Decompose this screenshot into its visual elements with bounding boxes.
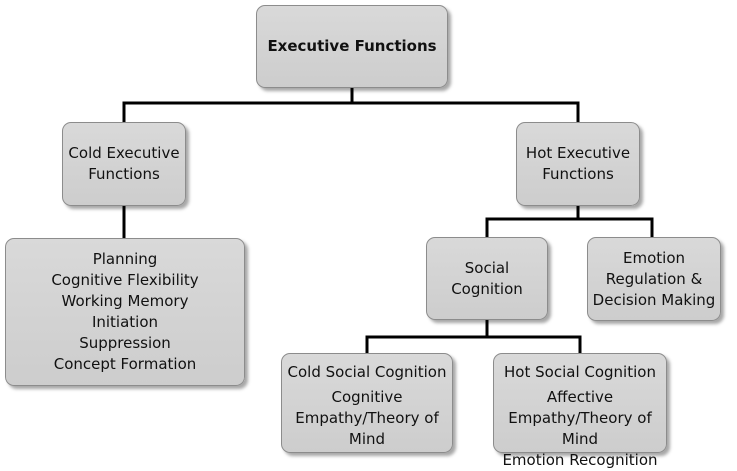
node-label-line: Functions — [542, 165, 614, 183]
node-label-line: Mind — [348, 430, 386, 448]
list-item: Concept Formation — [53, 355, 197, 373]
node-title: Cold Social Cognition — [287, 363, 447, 381]
node-label-line: Cognition — [451, 279, 523, 298]
node-label-line: Empathy/Theory of Mind — [508, 409, 652, 448]
node-social-cognition: Social Cognition — [426, 237, 548, 320]
node-executive-functions: Executive Functions — [256, 5, 448, 88]
node-label-line: Decision Making — [592, 290, 716, 309]
node-cold-functions-list: Planning Cognitive Flexibility Working M… — [5, 238, 245, 386]
node-label-line: Affective — [546, 388, 614, 406]
node-label-line: Cognitive — [331, 388, 403, 406]
node-hot-social-cognition: Hot Social Cognition Affective Empathy/T… — [493, 353, 667, 469]
list-item: Working Memory — [61, 292, 189, 310]
node-label-line: Emotion Recognition — [502, 451, 658, 469]
list-item: Planning — [92, 250, 158, 268]
list-item: Suppression — [79, 334, 171, 352]
node-label-line: Emotion — [623, 248, 685, 267]
node-emotion-regulation: Emotion Regulation & Decision Making — [587, 237, 721, 321]
node-label-line: Social — [464, 258, 510, 277]
node-cold-executive-functions: Cold Executive Functions — [62, 122, 186, 206]
node-label-line: Functions — [88, 165, 160, 183]
list-item: Cognitive Flexibility — [51, 271, 199, 289]
node-hot-executive-functions: Hot Executive Functions — [516, 122, 640, 206]
node-cold-social-cognition: Cold Social Cognition Cognitive Empathy/… — [281, 353, 453, 453]
node-label-line: Hot Executive — [525, 144, 631, 162]
node-label: Executive Functions — [267, 37, 437, 55]
list-item: Initiation — [91, 313, 159, 331]
node-label-line: Regulation & — [605, 269, 703, 288]
node-label-line: Cold Executive — [68, 144, 180, 162]
node-title: Hot Social Cognition — [504, 363, 656, 381]
node-label-line: Empathy/Theory of — [295, 409, 439, 427]
